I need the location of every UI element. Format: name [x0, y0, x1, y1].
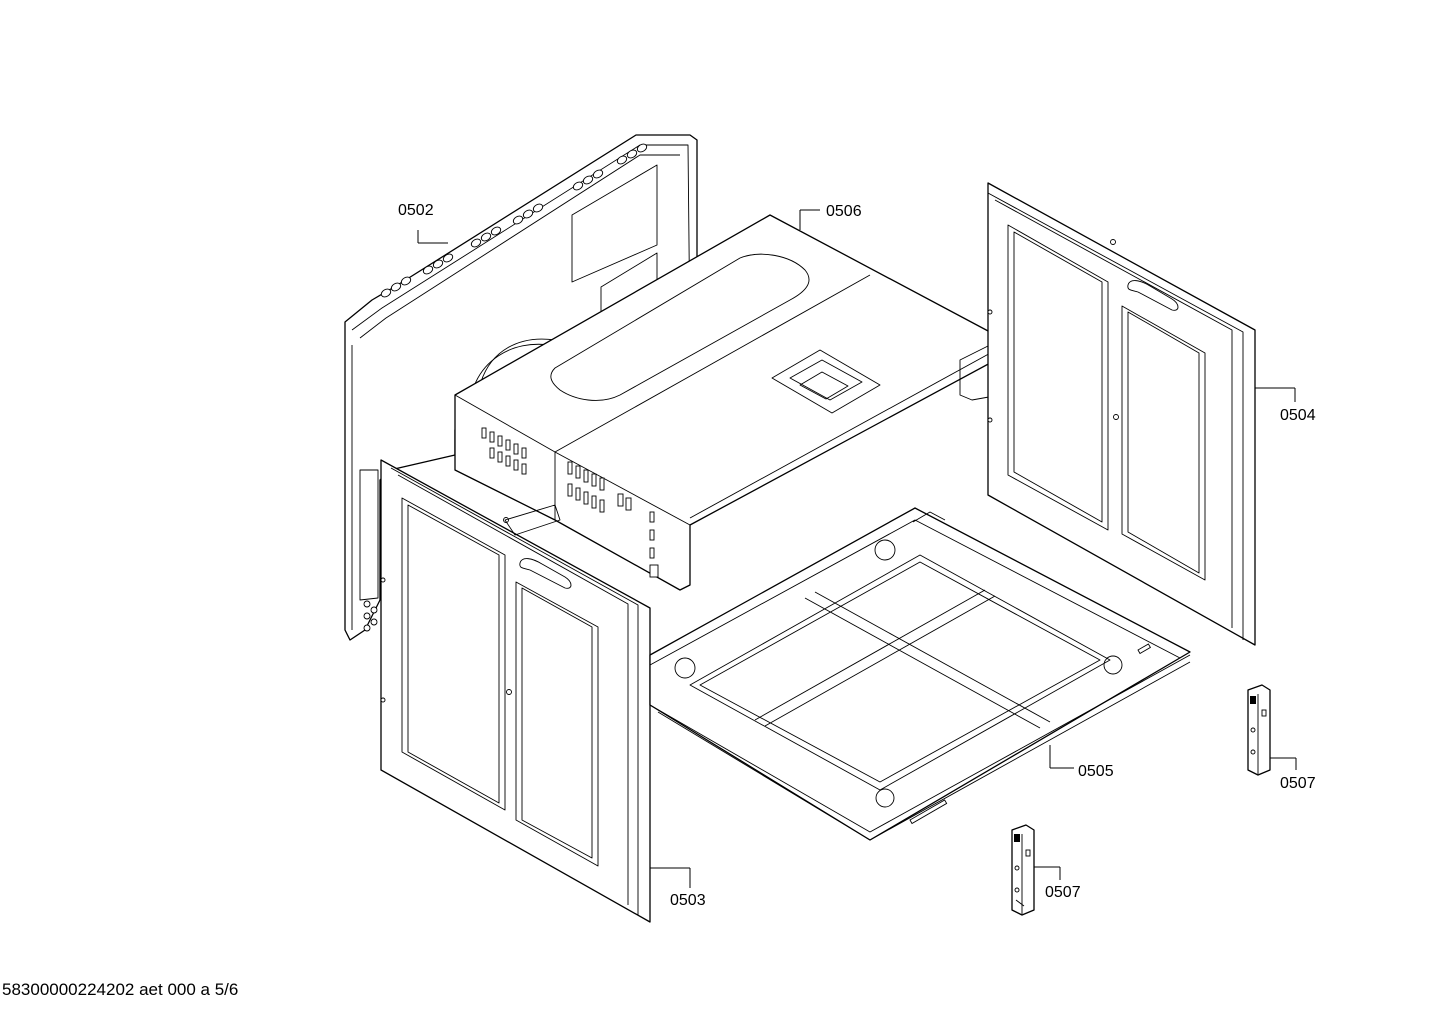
part-label-0504: 0504: [1280, 407, 1316, 424]
part-label-0506: 0506: [826, 203, 862, 220]
right-side-panel-part[interactable]: [987, 182, 1256, 646]
left-side-panel-part[interactable]: [380, 459, 651, 923]
top-cover-part[interactable]: [454, 214, 1006, 591]
rear-wall-vent-slots: [380, 143, 648, 298]
top-cover-vents: [481, 427, 655, 559]
bottom-plate-part[interactable]: [649, 507, 1191, 841]
part-label-0507-right: 0507: [1280, 775, 1316, 792]
rear-wall-grille: [363, 600, 378, 632]
part-label-0503: 0503: [670, 892, 706, 909]
hinge-bracket-right-part[interactable]: [1247, 684, 1271, 776]
part-label-0502: 0502: [398, 202, 434, 219]
part-label-0505: 0505: [1078, 763, 1114, 780]
part-label-0507-left: 0507: [1045, 884, 1081, 901]
leader-lines: [417, 209, 1297, 888]
document-reference: 58300000224202 aet 000 a 5/6: [2, 980, 239, 999]
hinge-bracket-left-part[interactable]: [1011, 824, 1035, 916]
